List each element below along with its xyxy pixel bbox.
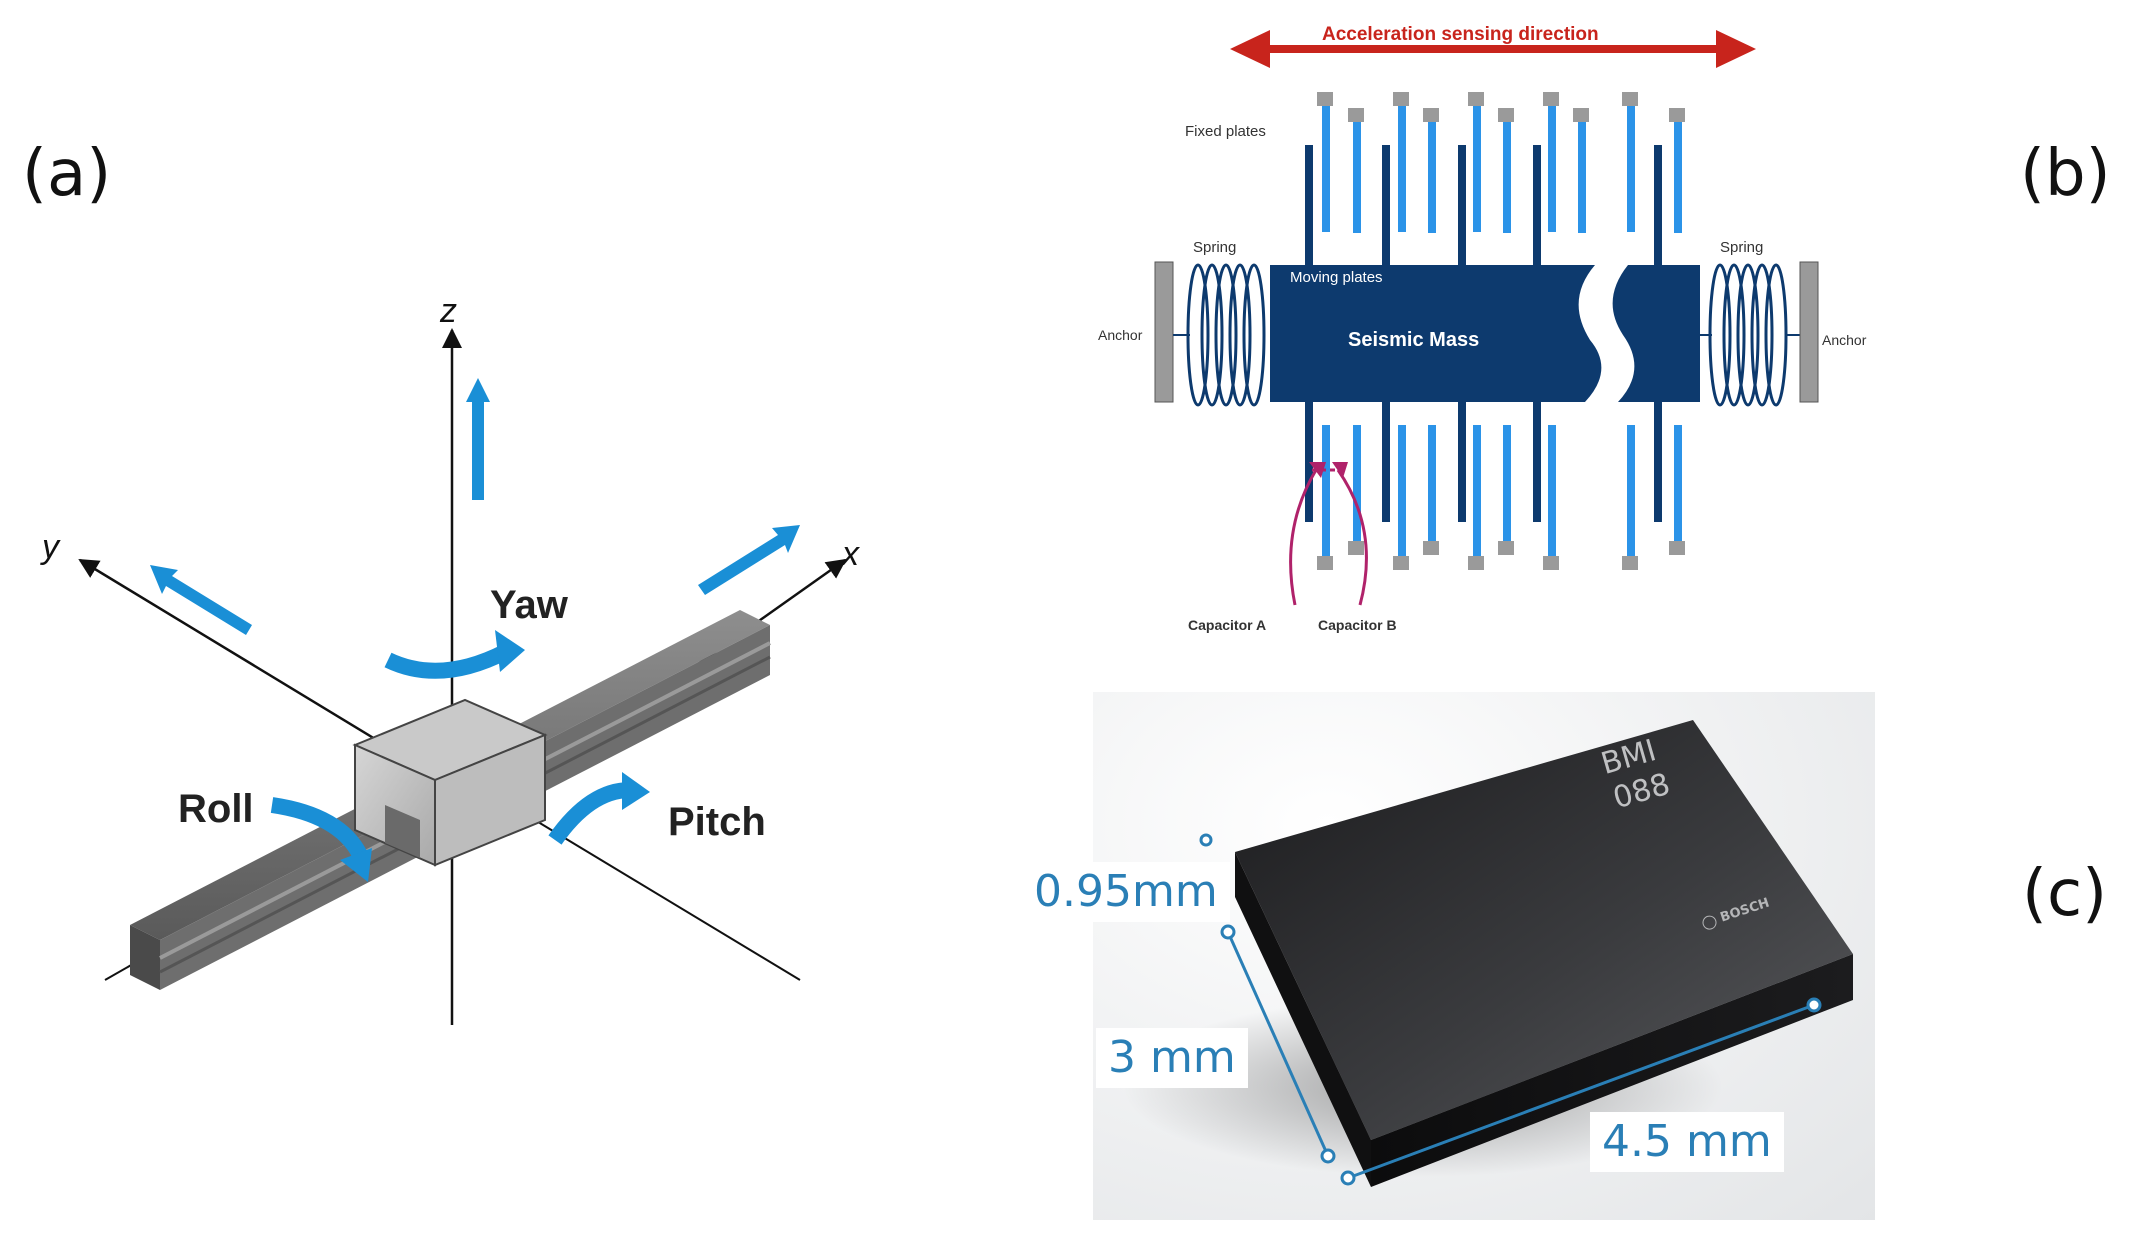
x-axis-label: x (840, 535, 860, 573)
roll-arrowhead (340, 848, 372, 882)
mems-accelerometer-diagram: Acceleration sensing direction Moving pl… (1098, 24, 1867, 633)
capacitor-a-arrowhead (1309, 462, 1326, 478)
left-anchor (1154, 261, 1174, 403)
width-dimension-label: 3 mm (1096, 1028, 1248, 1088)
y-axis-line (78, 558, 386, 747)
panel-label-a: (a) (22, 137, 112, 211)
z-axis-label: z (439, 292, 457, 330)
y-axis-label: y (40, 528, 61, 566)
length-dimension-label: 4.5 mm (1590, 1112, 1784, 1172)
seismic-mass (1270, 265, 1700, 402)
right-anchor (1799, 261, 1819, 403)
top-moving-plates (1305, 145, 1662, 265)
left-anchor-label: Anchor (1098, 327, 1143, 343)
yaw-arrowhead (495, 630, 525, 672)
carriage-block (352, 698, 548, 867)
yaw-rotation-arrow (384, 644, 509, 679)
chip-top-face (1235, 720, 1853, 1140)
sensing-direction-arrow (1230, 30, 1756, 68)
y-direction-arrow (150, 565, 252, 635)
roll-rotation-arrow (270, 797, 368, 859)
bottom-fixed-plates (1317, 425, 1685, 570)
pitch-label: Pitch (668, 800, 766, 844)
x-direction-arrow (698, 525, 800, 595)
fixed-plates-label: Fixed plates (1185, 123, 1266, 140)
capacitor-b-label: Capacitor B (1318, 617, 1397, 633)
roll-label: Roll (178, 787, 254, 831)
yaw-label: Yaw (490, 583, 569, 627)
seismic-mass-label: Seismic Mass (1348, 329, 1479, 351)
left-spring-label: Spring (1193, 239, 1236, 256)
height-dimension-label: 0.95mm (1022, 862, 1230, 922)
chip-front-face (1371, 954, 1853, 1187)
axes-diagram: z y x Yaw Roll Pitch (40, 292, 860, 1025)
capacitor-a-label: Capacitor A (1188, 617, 1266, 633)
right-spring-label: Spring (1720, 239, 1763, 256)
panel-label-c: (c) (2022, 857, 2108, 931)
capacitor-b-arrowhead (1332, 462, 1348, 478)
top-fixed-plates (1317, 92, 1685, 233)
z-direction-arrow (466, 378, 490, 500)
left-spring (1186, 263, 1266, 407)
sensing-direction-label: Acceleration sensing direction (1322, 24, 1599, 45)
panel-label-b: (b) (2020, 137, 2111, 211)
moving-plates-label: Moving plates (1290, 269, 1383, 286)
chip-side-face (1235, 852, 1371, 1187)
right-anchor-label: Anchor (1822, 332, 1867, 348)
pitch-arrowhead (622, 772, 650, 810)
